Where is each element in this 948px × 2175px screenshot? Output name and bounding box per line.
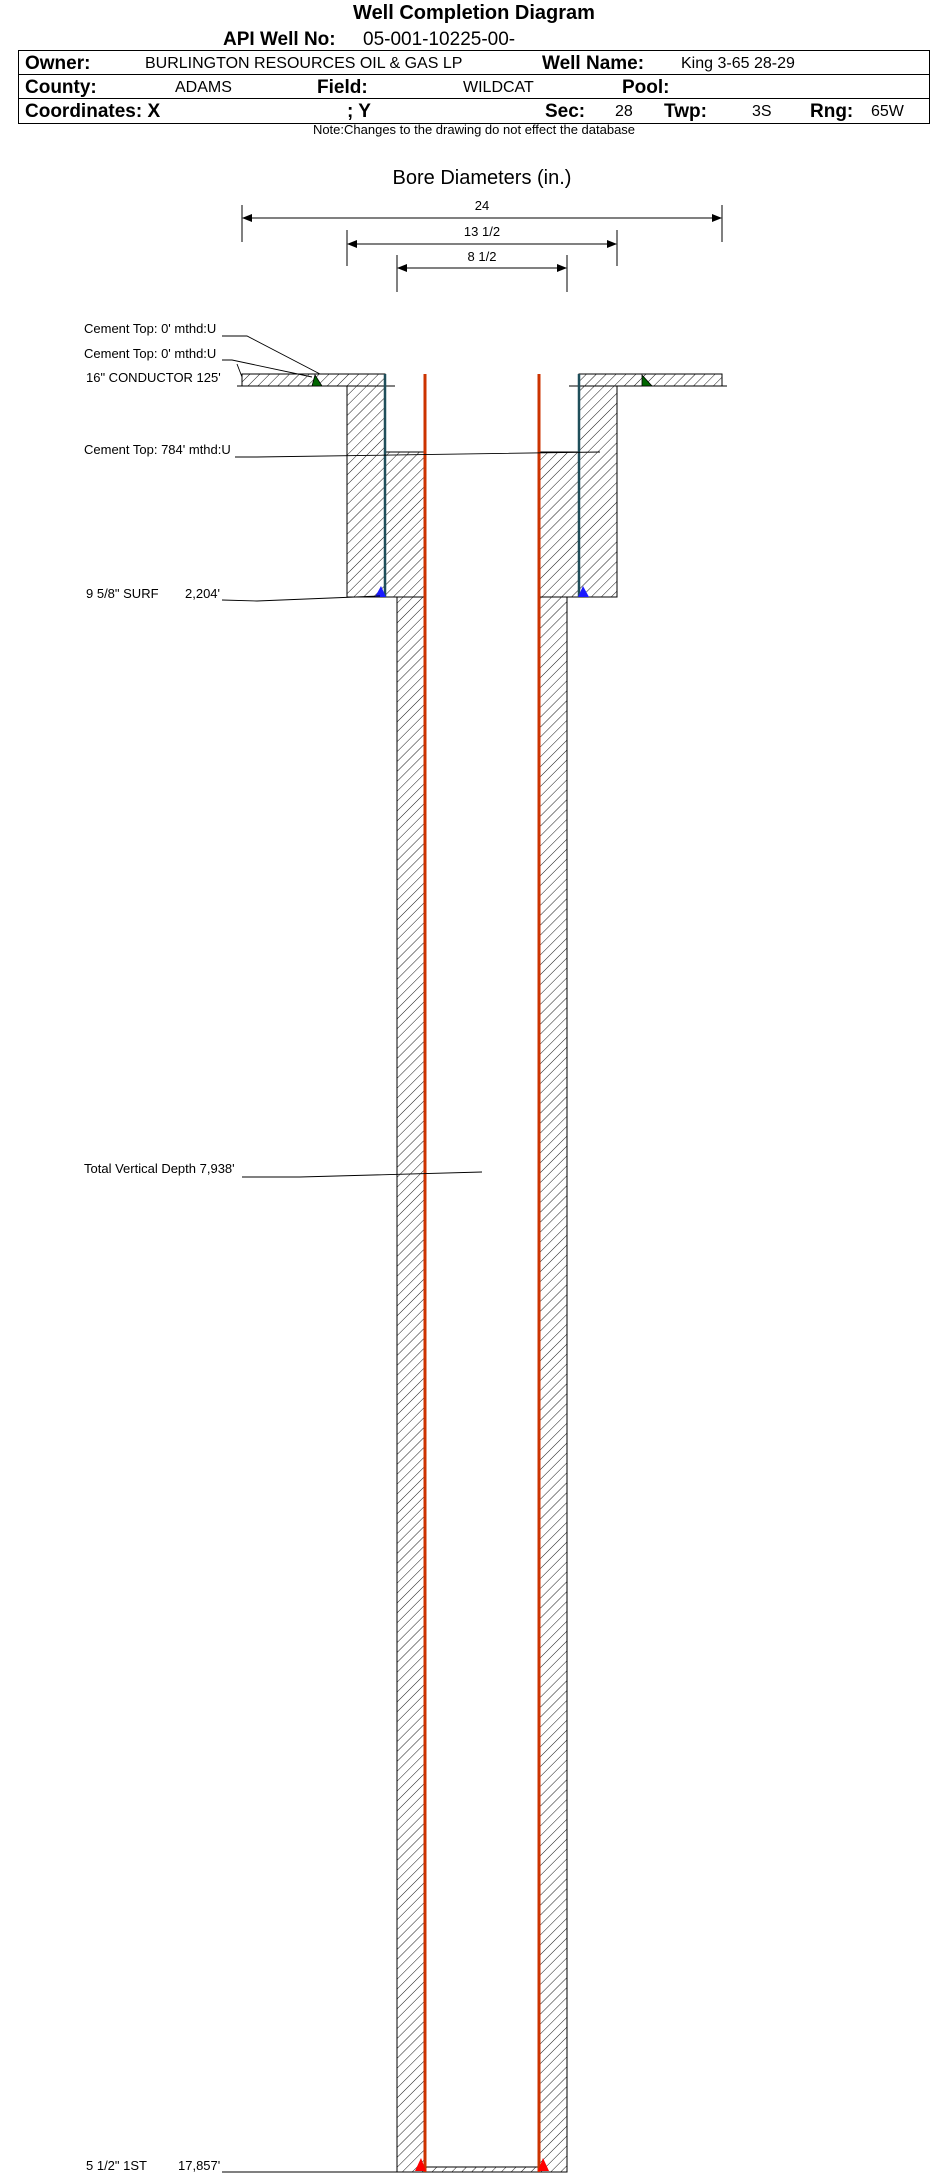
cement-top-3-label: Cement Top: 784' mthd:U: [84, 442, 231, 457]
sec-value: 28: [615, 103, 633, 120]
coord-x-label: Coordinates: X: [25, 101, 161, 122]
twp-value: 3S: [752, 103, 772, 120]
well-name-value: King 3-65 28-29: [681, 55, 795, 72]
surface-cement-right: [538, 385, 618, 598]
total-vertical-depth-label: Total Vertical Depth 7,938': [84, 1161, 235, 1176]
leader-cement-top-2: [222, 359, 313, 378]
production-shoe-left-icon: [415, 2158, 426, 2171]
production-cement-right: [538, 596, 568, 2173]
leader-cement-top-1: [222, 335, 321, 375]
production-cement-bottom: [424, 2166, 540, 2173]
dimension-24: 24: [241, 198, 723, 242]
leader-tvd: [242, 1171, 483, 1178]
twp-label: Twp:: [664, 101, 707, 122]
owner-row: Owner: BURLINGTON RESOURCES OIL & GAS LP…: [18, 50, 930, 75]
leader-surface-casing: [221, 595, 381, 602]
dimension-13-1-2-label: 13 1/2: [464, 224, 500, 239]
dimension-24-label: 24: [475, 198, 489, 213]
coordinates-row: Coordinates: X ; Y Sec: 28 Twp: 3S Rng: …: [18, 98, 930, 124]
owner-label: Owner:: [25, 53, 91, 74]
county-label: County:: [25, 77, 97, 98]
rng-label: Rng:: [810, 101, 854, 122]
surface-shoe-right-icon: [578, 586, 589, 597]
rng-value: 65W: [871, 103, 904, 120]
surface-cement-left: [346, 385, 426, 598]
dimension-8-1-2-label: 8 1/2: [468, 249, 497, 264]
leader-lines: [221, 335, 601, 2173]
coord-y-label: ; Y: [347, 101, 371, 122]
api-row: API Well No: 05-001-10225-00-: [18, 27, 928, 51]
field-value: WILDCAT: [463, 79, 534, 96]
surface-casing-depth: 2,204': [185, 586, 220, 601]
surface-casing-name: 9 5/8" SURF: [86, 586, 159, 601]
field-label: Field:: [317, 77, 368, 98]
conductor-shoe-right-icon: [641, 373, 653, 387]
conductor-label: 16" CONDUCTOR 125': [86, 370, 221, 385]
dimension-8-1-2: 8 1/2: [396, 249, 568, 292]
county-value: ADAMS: [175, 79, 232, 96]
leader-cement-top-3: [235, 451, 601, 458]
database-note: Note:Changes to the drawing do not effec…: [312, 122, 636, 137]
county-row: County: ADAMS Field: WILDCAT Pool:: [18, 74, 930, 99]
sec-label: Sec:: [545, 101, 586, 122]
api-value: 05-001-10225-00-: [363, 29, 516, 50]
leader-conductor: [236, 363, 243, 378]
cement-top-2-label: Cement Top: 0' mthd:U: [84, 346, 216, 361]
dimension-13-1-2: 13 1/2: [346, 224, 618, 266]
diagram-title: Well Completion Diagram: [353, 2, 595, 24]
cement-top-1-label: Cement Top: 0' mthd:U: [84, 321, 216, 336]
well-name-label: Well Name:: [542, 53, 645, 74]
conductor-shoe-left-icon: [311, 374, 323, 387]
bore-diameters-title: Bore Diameters (in.): [393, 167, 572, 189]
surface-shoe-left-icon: [375, 586, 386, 597]
production-casing-depth: 17,857': [178, 2158, 220, 2173]
pool-label: Pool:: [622, 77, 670, 98]
production-casing-name: 5 1/2" 1ST: [86, 2158, 147, 2173]
owner-value: BURLINGTON RESOURCES OIL & GAS LP: [145, 55, 463, 72]
production-shoe-right-icon: [538, 2158, 549, 2171]
api-label: API Well No:: [223, 29, 336, 50]
production-cement-left: [396, 596, 426, 2173]
